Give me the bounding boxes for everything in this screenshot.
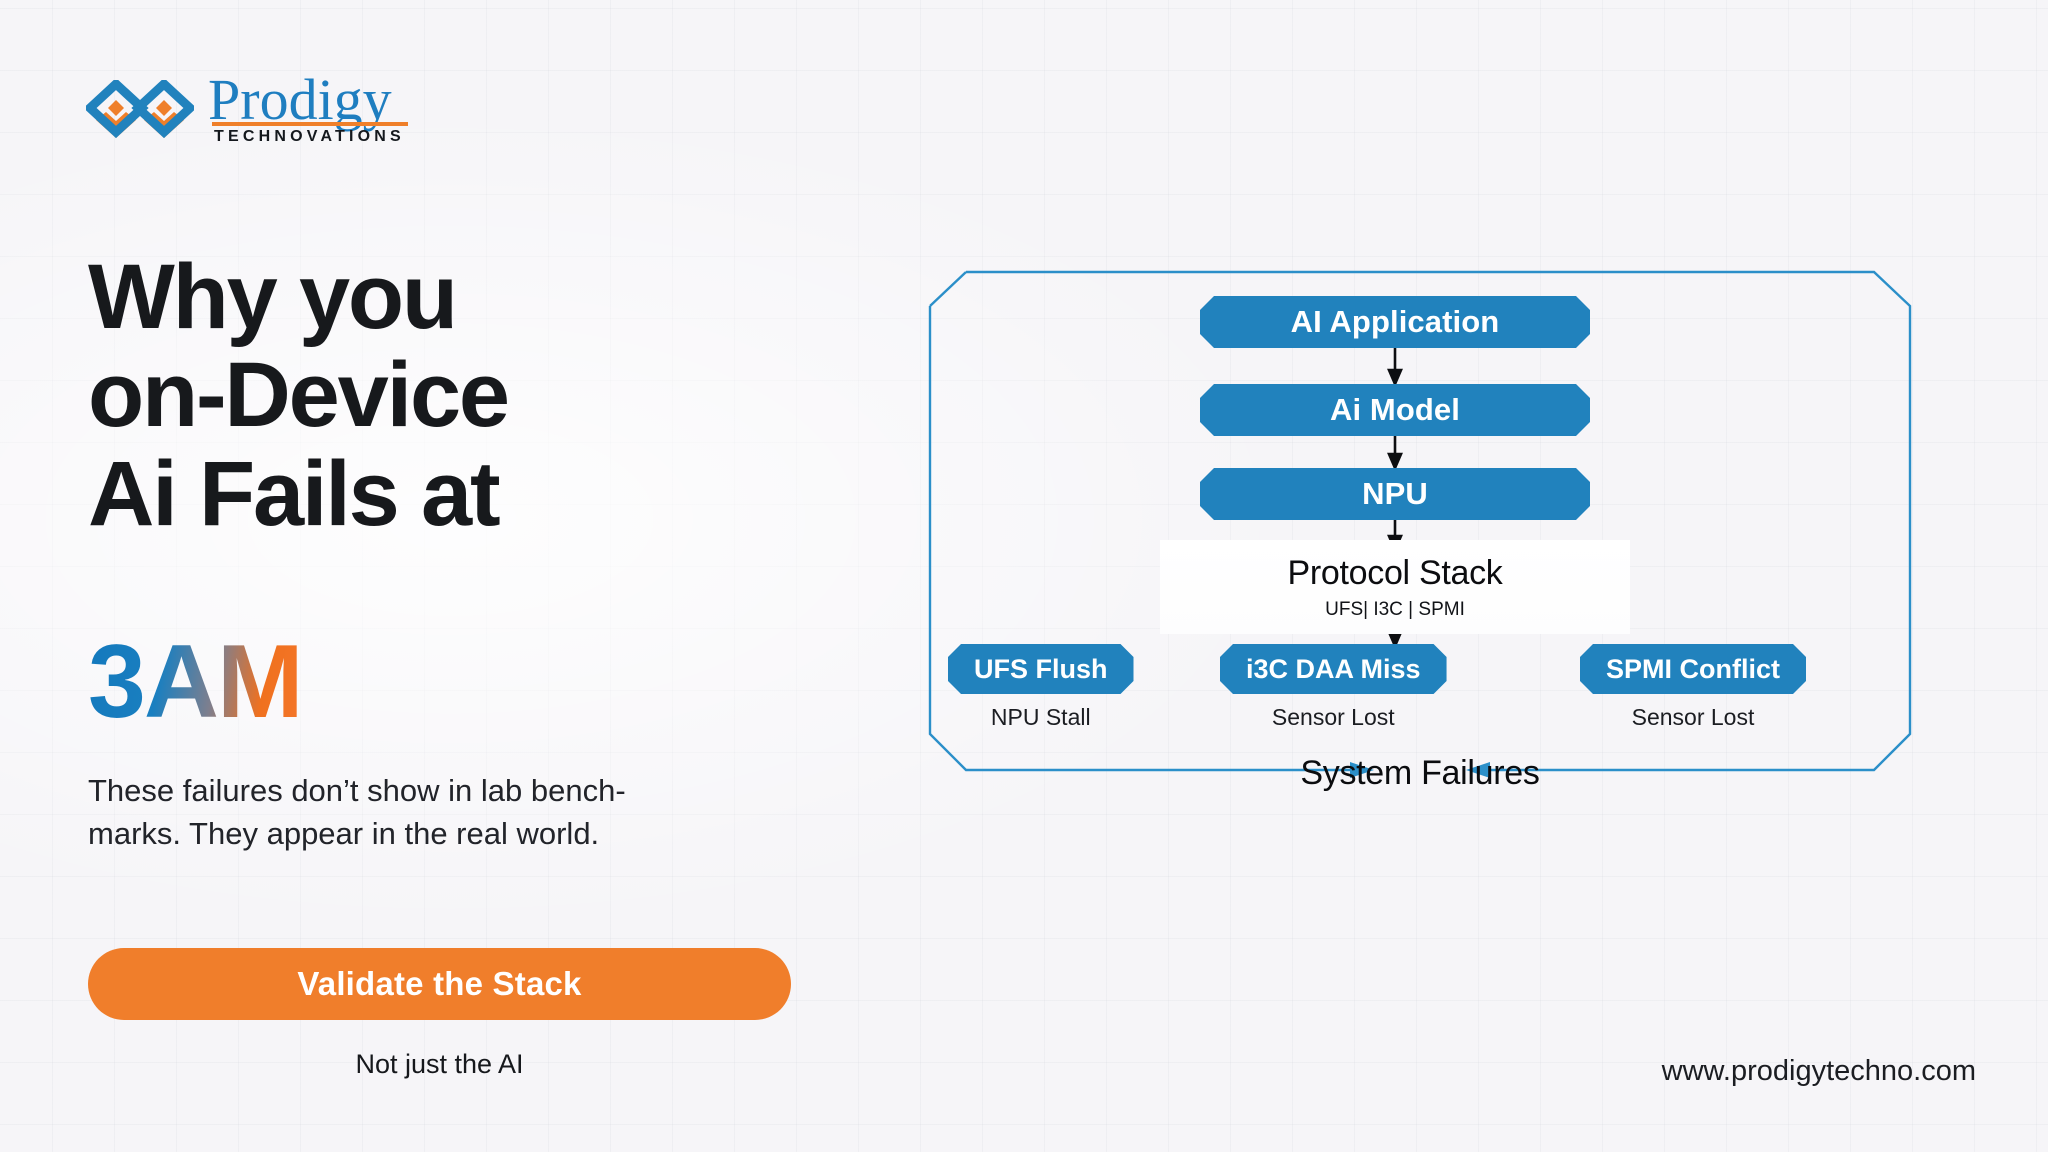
brand-underline: [212, 122, 408, 126]
leaf-label-ufs-flush[interactable]: UFS Flush: [948, 644, 1134, 694]
diagram-node-npu[interactable]: NPU: [1200, 468, 1590, 520]
protocol-stack-subtitle: UFS| I3C | SPMI: [1325, 598, 1465, 620]
diagram-node-ai-model[interactable]: Ai Model: [1200, 384, 1590, 436]
leaf-caption-npu-stall: NPU Stall: [990, 704, 1091, 730]
page-title: Why you on-Device Ai Fails at: [88, 246, 828, 545]
diagram-leaf-spmi-conflict: SPMI Conflict Sensor Lost: [1580, 644, 1806, 731]
cta-subtext: Not just the AI: [355, 1049, 524, 1079]
subheading: These failures don’t show in lab bench- …: [88, 770, 788, 856]
leaf-label-i3c-daa-miss[interactable]: i3C DAA Miss: [1220, 644, 1447, 694]
protocol-stack-title: Protocol Stack: [1287, 553, 1503, 592]
headline-line-2: on-Device: [88, 344, 510, 447]
subheading-line-2: marks. They appear in the real world.: [88, 815, 600, 851]
brand-wordmark: Prodigy TECHNOVATIONS: [208, 67, 408, 145]
diagram-outcome-system-failures: System Failures: [1300, 754, 1540, 792]
diagram-leaf-ufs-flush: UFS Flush NPU Stall: [948, 644, 1134, 731]
diagram-node-ai-application[interactable]: AI Application: [1200, 296, 1590, 348]
diagram-leaf-i3c-daa-miss: i3C DAA Miss Sensor Lost: [1220, 644, 1447, 731]
leaf-caption-sensor-lost-spmi: Sensor Lost: [1631, 704, 1755, 730]
leaf-label-spmi-conflict[interactable]: SPMI Conflict: [1580, 644, 1806, 694]
validate-the-stack-button[interactable]: Validate the Stack: [88, 948, 791, 1020]
interlocking-diamonds-logo-icon: [86, 80, 194, 139]
brand-logo: Prodigy TECHNOVATIONS: [86, 67, 408, 146]
subheading-line-1: These failures don’t show in lab bench-: [88, 773, 626, 808]
leaf-caption-sensor-lost-i3c: Sensor Lost: [1271, 704, 1395, 730]
diagram-node-protocol-stack: Protocol Stack UFS| I3C | SPMI: [1160, 540, 1630, 634]
headline-line-1: Why you: [88, 246, 458, 348]
diagram-frame: [928, 270, 1912, 778]
website-url: www.prodigytechno.com: [1661, 1055, 1976, 1087]
headline-line-3: Ai Fails at: [88, 442, 501, 545]
brand-name: Prodigy: [208, 67, 392, 132]
brand-tagline: TECHNOVATIONS: [214, 128, 405, 145]
headline-accent-3am: 3AM: [88, 624, 304, 740]
architecture-diagram: AI Application Ai Model NPU Protocol Sta…: [928, 270, 1912, 852]
